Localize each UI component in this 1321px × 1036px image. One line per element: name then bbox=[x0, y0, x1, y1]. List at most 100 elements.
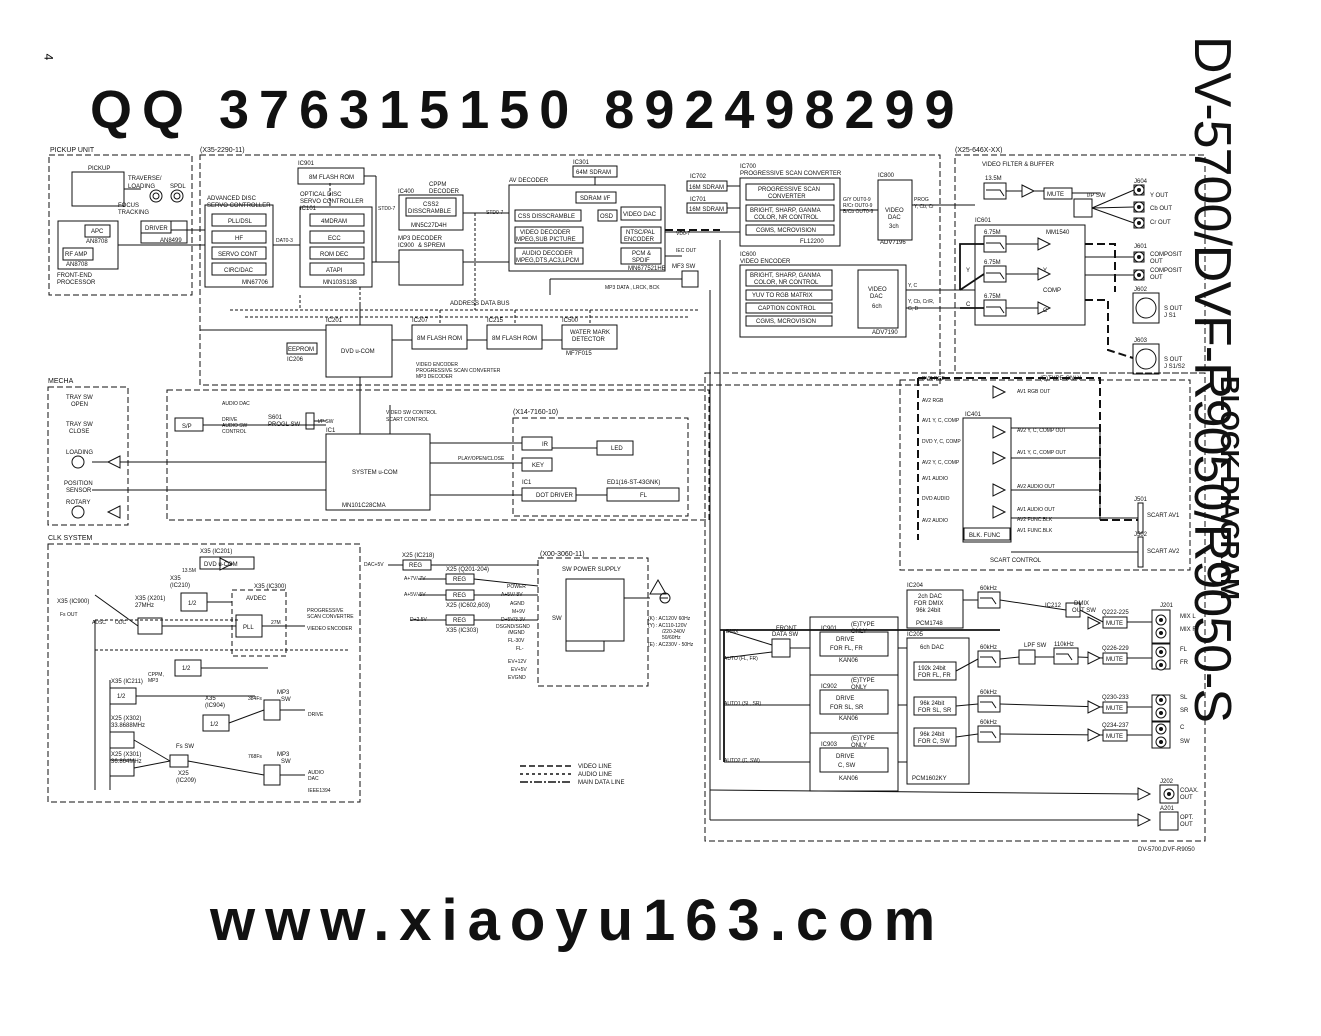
avdec-vdec1: VIDEO DECODER bbox=[520, 230, 571, 236]
clk-ieee: IEEE1394 bbox=[308, 788, 331, 794]
ic301-label: IC301 bbox=[573, 160, 590, 166]
ic101-b1: 4MDRAM bbox=[321, 219, 347, 225]
ic201-note-1: VIDEO ENCODER bbox=[416, 362, 458, 368]
avdec-chip: MN677521HB bbox=[628, 266, 666, 272]
jack-sout2b: J S1/S2 bbox=[1164, 364, 1186, 370]
audio-f60c: 60kHz bbox=[980, 690, 997, 696]
pwr-reg1: REG bbox=[409, 563, 422, 569]
an8499-label: AN8499 bbox=[160, 238, 182, 244]
avdec-css: CSS DISSCRAMBLE bbox=[518, 214, 575, 220]
scart-av2audio: AV2 AUDIO bbox=[922, 518, 948, 524]
ic700-chip: FL12200 bbox=[800, 239, 824, 245]
clk-audiodac2: DAC bbox=[308, 776, 319, 782]
syscom-chip: MN101C28CMA bbox=[342, 503, 386, 509]
pwr-dsgnd1: DSGND/SGND bbox=[496, 624, 530, 630]
jack-crout: Cr OUT bbox=[1150, 220, 1171, 226]
clk-ic209a: X25 bbox=[178, 771, 189, 777]
audio-fl: FL bbox=[1180, 647, 1188, 653]
jack-sout1: S OUT bbox=[1164, 306, 1183, 312]
j601-label: J601 bbox=[1134, 244, 1148, 250]
ic900-t2: & SPREM bbox=[418, 243, 445, 249]
audio-d2b: FOR SL, SR bbox=[918, 708, 952, 714]
page-footer: DV-5700,DVF-R9050 bbox=[1138, 847, 1195, 853]
ic700-out1: G/Y OUT0-9 bbox=[843, 197, 871, 203]
progl-label: PROGL SW bbox=[268, 422, 300, 428]
etype-scart-region bbox=[899, 379, 1191, 571]
ic901-label: IC901 bbox=[298, 161, 315, 167]
servo-cont: SERVO CONT bbox=[218, 252, 258, 258]
clk-ic209b: (IC209) bbox=[176, 778, 196, 784]
fl-label: FL bbox=[640, 493, 648, 499]
jack-comp1b: OUT bbox=[1150, 259, 1163, 265]
audio-f60b: 60kHz bbox=[980, 645, 997, 651]
ic400-t2: DECODER bbox=[429, 189, 460, 195]
ic900-label: IC900 bbox=[398, 243, 415, 249]
ic500-t2: DETECTOR bbox=[572, 337, 606, 343]
audio-mixl: MIX L bbox=[1180, 614, 1196, 620]
audio-f60a: 60kHz bbox=[980, 586, 997, 592]
s601-label: S601 bbox=[268, 415, 283, 421]
watermark-bottom: www.xiaoyu163.com bbox=[209, 888, 945, 953]
audio-mixr: MIX R bbox=[1180, 627, 1197, 633]
ic101-label: IC101 bbox=[300, 206, 317, 212]
ic700-b1b: CONVERTER bbox=[768, 194, 806, 200]
audio-dac2c: 96k 24bit bbox=[916, 608, 941, 614]
ic400-t1: CPPM bbox=[429, 182, 446, 188]
ic301-text: 64M SDRAM bbox=[576, 170, 611, 176]
ic101-t2: SERVO CONTROLLER bbox=[300, 199, 364, 205]
ic800-chip: ADV7196 bbox=[880, 240, 906, 246]
audio-etype3b: ONLY bbox=[851, 743, 867, 749]
clk-dvducom: DVD u-COM bbox=[204, 562, 238, 568]
traverse-label: TRAVERSE/ bbox=[128, 176, 162, 182]
pwr-a5v8v: A+5V/-8V bbox=[501, 592, 523, 598]
ic800-t2: DAC bbox=[888, 215, 901, 221]
audio-opt1: OPT. bbox=[1180, 815, 1194, 821]
label-mecha: MECHA bbox=[48, 378, 74, 385]
scart-av2audioout: AV2 AUDIO OUT bbox=[1017, 484, 1055, 490]
audio-etype2: (E)TYPE bbox=[851, 678, 875, 684]
ic207-text: 8M FLASH ROM bbox=[417, 336, 462, 342]
ic600-dac1: VIDEO bbox=[868, 287, 887, 293]
syscom-text: SYSTEM u-COM bbox=[352, 470, 398, 476]
audio-sw: SW bbox=[1180, 739, 1190, 745]
clk-mp3sw2a: MP3 bbox=[277, 752, 290, 758]
j602-label: J602 bbox=[1134, 287, 1148, 293]
audio-etype2b: ONLY bbox=[851, 685, 867, 691]
ic400-box2: DISSCRAMBLE bbox=[408, 209, 451, 215]
audio-frontsw2: DATA SW bbox=[772, 632, 798, 638]
ic1-front-label: IC1 bbox=[522, 480, 532, 486]
clk-27m: 27M bbox=[271, 620, 281, 626]
label-pickup-unit: PICKUP UNIT bbox=[50, 147, 95, 154]
pwr-agnd: AGND bbox=[510, 601, 525, 607]
audio-q234: Q234-237 bbox=[1102, 723, 1129, 729]
audio-sr: SR bbox=[1180, 708, 1189, 714]
jack-comp2: COMPOSIT bbox=[1150, 268, 1182, 274]
mecha-pos1: POSITION bbox=[64, 481, 93, 487]
audio-d3a: 96k 24bit bbox=[920, 732, 945, 738]
dato-label: DAT0-3 bbox=[276, 238, 293, 244]
vd07-label: VD0-7 bbox=[676, 231, 690, 237]
audio-ic903: IC903 bbox=[821, 742, 838, 748]
ic500-t1: WATER MARK bbox=[570, 330, 610, 336]
avdec-sdram: SDRAM I/F bbox=[580, 196, 611, 202]
audio-dmix: DMIX bbox=[726, 629, 739, 635]
ic201-label: IC201 bbox=[326, 318, 343, 324]
pwr-flm: FL- bbox=[516, 646, 524, 652]
clk-half1: 1/2 bbox=[188, 601, 197, 607]
x00-region bbox=[537, 557, 649, 687]
ic600-dac3: 6ch bbox=[872, 304, 882, 310]
ic401-label: IC401 bbox=[965, 412, 982, 418]
ic600-label: IC600 bbox=[740, 252, 757, 258]
frontend-label-2: PROCESSOR bbox=[57, 280, 96, 286]
ycbcr-label: Y, Cb, Cr bbox=[914, 204, 934, 210]
watermark-top: QQ 376315150 892498299 bbox=[90, 80, 965, 140]
key-label: KEY bbox=[532, 463, 544, 469]
dot-driver-label: DOT DRIVER bbox=[536, 493, 574, 499]
pwr-reg3: REG bbox=[453, 593, 466, 599]
an8708b-label: AN8708 bbox=[66, 262, 88, 268]
clk-ic904b: (IC904) bbox=[205, 703, 225, 709]
audio-drive2b: FOR SL, SR bbox=[830, 705, 864, 711]
clk-ic211: X35 (IC211) bbox=[111, 679, 143, 685]
mecha-tray2: TRAY SW bbox=[66, 422, 93, 428]
audio-f110: 110kHz bbox=[1054, 642, 1074, 648]
